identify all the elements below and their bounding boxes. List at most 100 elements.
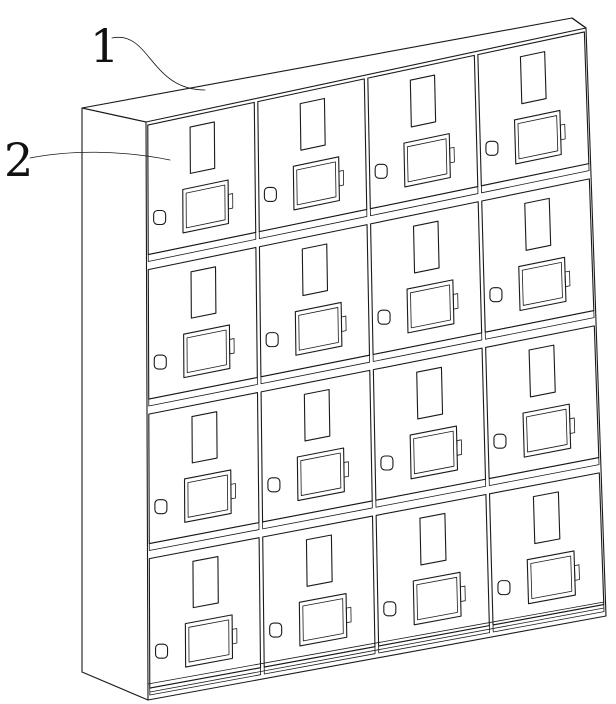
compartment-door <box>258 224 371 378</box>
viewing-window <box>412 220 440 274</box>
lock-icon <box>154 643 169 659</box>
viewing-window <box>299 97 326 151</box>
meter-display-inner <box>188 619 230 663</box>
compartment-door <box>147 246 258 400</box>
display-latch <box>569 417 576 434</box>
door-ledge <box>372 332 483 362</box>
door-grid <box>147 31 605 696</box>
viewing-window <box>528 344 556 398</box>
door-ledge <box>492 604 605 633</box>
display-latch <box>231 628 238 645</box>
door-ledge <box>262 500 373 530</box>
lock-icon <box>269 622 283 638</box>
lock-icon <box>263 186 277 202</box>
lock-icon <box>374 163 388 179</box>
meter-display-frame <box>412 571 462 626</box>
meter-display-inner <box>416 576 458 621</box>
door-ledge <box>488 457 600 486</box>
display-latch <box>452 293 459 310</box>
meter-display-frame <box>182 179 230 234</box>
door-ledge <box>369 186 479 217</box>
lock-icon <box>265 332 279 348</box>
display-latch <box>227 193 234 210</box>
display-latch <box>345 606 352 624</box>
door-ledge <box>148 377 258 407</box>
meter-display-frame <box>292 156 340 211</box>
lock-icon <box>153 354 167 370</box>
lock-icon <box>154 499 168 515</box>
viewing-window <box>416 366 444 420</box>
viewing-window <box>303 388 331 442</box>
lock-icon <box>383 601 397 617</box>
meter-display-frame <box>296 447 345 502</box>
leader-line-1 <box>111 36 206 91</box>
meter-display-inner <box>413 430 455 475</box>
meter-display-inner <box>185 184 226 229</box>
meter-display-inner <box>296 161 337 206</box>
display-latch <box>456 439 463 456</box>
door-ledge <box>378 625 490 654</box>
door-ledge <box>260 354 371 385</box>
meter-display-inner <box>406 138 448 183</box>
display-latch <box>340 315 347 332</box>
meter-display-frame <box>184 614 234 668</box>
meter-display-frame <box>522 403 572 458</box>
compartment-door <box>260 369 373 523</box>
door-ledge <box>147 231 257 262</box>
compartment-door <box>148 392 260 545</box>
display-latch <box>343 461 350 478</box>
compartment-door <box>375 493 490 647</box>
meter-display-frame <box>294 301 343 356</box>
compartment-door <box>262 515 376 668</box>
meter-display-inner <box>300 452 342 496</box>
door-ledge <box>258 209 368 240</box>
lock-icon <box>377 309 391 325</box>
meter-display-frame <box>518 256 567 312</box>
door-ledge <box>149 667 262 696</box>
display-latch <box>564 270 571 288</box>
meter-display-frame <box>403 133 451 188</box>
display-latch <box>229 338 235 355</box>
meter-display-inner <box>187 474 229 518</box>
display-latch <box>559 123 566 141</box>
compartment-door <box>370 201 483 356</box>
meter-display-frame <box>409 425 459 480</box>
meter-display-frame <box>183 324 231 379</box>
meter-display-inner <box>302 598 344 642</box>
door-ledge <box>484 310 595 340</box>
door-ledge <box>263 646 376 675</box>
compartment-door <box>147 101 257 256</box>
compartment-door <box>485 325 600 480</box>
viewing-window <box>409 74 437 128</box>
lock-icon <box>489 287 503 303</box>
compartment-door <box>367 54 479 210</box>
viewing-window <box>524 197 552 251</box>
meter-display-inner <box>298 307 339 351</box>
viewing-window <box>190 266 217 319</box>
callout-label-1: 1 <box>90 19 119 73</box>
lock-icon <box>153 209 167 226</box>
lock-icon <box>380 455 394 471</box>
meter-display-frame <box>183 469 232 523</box>
viewing-window <box>519 51 547 105</box>
meter-display-frame <box>513 109 562 165</box>
viewing-window <box>301 243 329 297</box>
lock-icon <box>267 477 281 493</box>
meter-display-frame <box>526 550 576 605</box>
meter-display-inner <box>521 261 563 306</box>
viewing-window <box>189 121 216 174</box>
cabinet-housing <box>81 17 607 701</box>
callout-label-2: 2 <box>4 133 33 187</box>
compartment-door <box>148 537 262 689</box>
meter-display-inner <box>410 284 451 329</box>
display-latch <box>338 170 345 187</box>
meter-display-inner <box>530 555 573 600</box>
meter-display-frame <box>298 593 348 647</box>
lock-icon <box>497 580 511 596</box>
viewing-window <box>532 491 561 545</box>
leader-line-2 <box>29 151 171 161</box>
display-latch <box>449 146 455 164</box>
door-ledge <box>148 522 260 551</box>
viewing-window <box>192 556 219 609</box>
